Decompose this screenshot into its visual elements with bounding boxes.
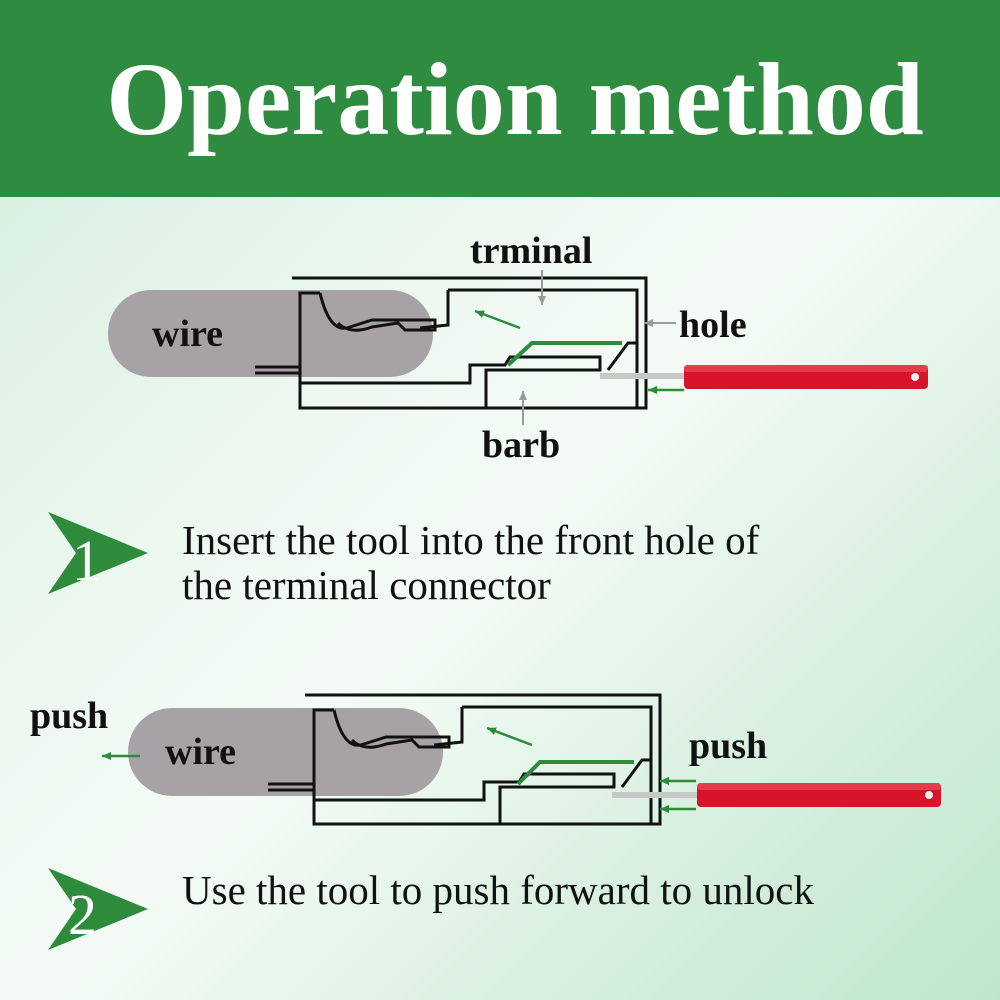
- step-number: 1: [72, 528, 101, 593]
- connector-housing: [268, 693, 662, 826]
- step-1: 1 Insert the tool into the front hole of…: [0, 512, 1000, 612]
- diagram-push-unlock: wire push push: [0, 680, 1000, 830]
- wire-shape: [128, 708, 443, 796]
- barb-shape: [506, 341, 622, 367]
- step-text-line: Insert the tool into the front hole of: [182, 517, 760, 563]
- step-number: 2: [68, 882, 97, 947]
- barb-shape: [516, 760, 634, 786]
- step-1-text: Insert the tool into the front hole of t…: [182, 518, 759, 608]
- push-left-label: push: [30, 695, 108, 737]
- hole-label: hole: [679, 304, 747, 346]
- play-arrow-icon: 1: [48, 512, 148, 594]
- page-title: Operation method: [106, 42, 924, 157]
- green-arrow-icon: [474, 309, 521, 330]
- barb-label: barb: [482, 424, 560, 466]
- wire-label: wire: [165, 731, 236, 773]
- push-right-label: push: [689, 725, 767, 767]
- diagram-insert-tool: wire trminal hole barb: [0, 225, 1000, 470]
- header-banner: Operation method: [0, 0, 1000, 197]
- play-arrow-icon: 2: [48, 868, 148, 950]
- pick-tool-icon: [600, 365, 928, 389]
- wire-shape: [108, 290, 433, 377]
- step-text-line: Use the tool to push forward to unlock: [182, 867, 814, 913]
- connector-housing: [255, 276, 648, 410]
- terminal-label: trminal: [470, 230, 592, 272]
- green-arrow-icon: [486, 726, 533, 747]
- step-text-line: the terminal connector: [182, 562, 551, 608]
- step-2: 2 Use the tool to push forward to unlock: [0, 868, 1000, 958]
- step-2-text: Use the tool to push forward to unlock: [182, 868, 814, 913]
- wire-label: wire: [152, 313, 223, 355]
- pick-tool-icon: [612, 783, 941, 807]
